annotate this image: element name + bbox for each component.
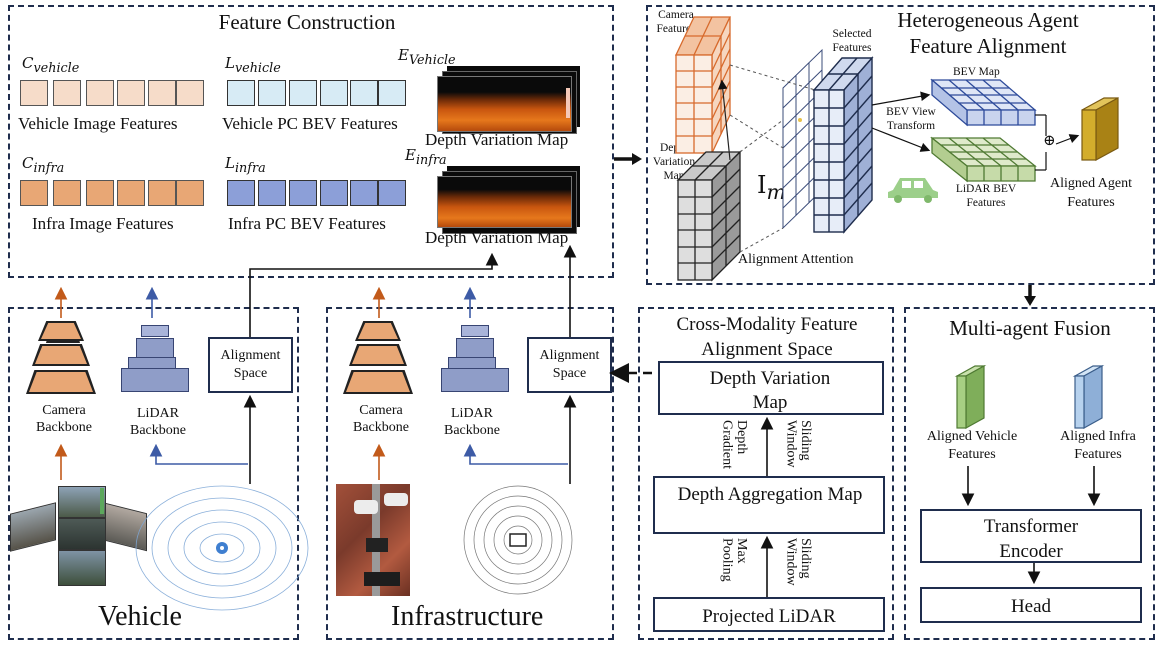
feature-construction-panel [8,5,614,278]
feature-square [289,80,317,106]
sliding-window-label-2: Sliding Window [783,538,813,586]
infra-camera-backbone-label: Camera Backbone [353,403,409,435]
vehicle-pc-bev-features-label: Vehicle PC BEV Features [222,114,398,133]
aligned-agent-features-label: Aligned Agent Features [1049,176,1133,210]
aligned-infra-cube [1072,364,1105,430]
aligned-agent-features-cube [1081,96,1119,162]
feature-square [148,80,176,106]
lidar-bev-features-label: LiDAR BEV Features [955,183,1017,209]
transformer-encoder-box: Transformer Encoder [920,509,1142,563]
alignment-title-line1: Heterogeneous Agent [897,8,1079,32]
c-vehicle-symbol: Cvehicle [22,54,80,76]
feature-square [117,180,145,206]
feature-square [320,80,348,106]
selected-features-label: Selected Features [832,28,872,54]
feature-square [176,80,204,106]
l-vehicle-symbol: Lvehicle [225,54,281,76]
feature-square [53,180,81,206]
car-icon [888,178,938,203]
feature-square [258,80,286,106]
cross-modality-title-line2: Alignment Space [701,339,833,360]
bev-view-transform-label: BEV View Transform [886,106,936,132]
feature-square [378,180,406,206]
feature-square [86,180,114,206]
vehicle-panel [8,307,299,640]
infra-pc-bev-features-label: Infra PC BEV Features [228,214,386,233]
depth-variation-map-box: Depth Variation Map [658,361,884,415]
feature-square [320,180,348,206]
bev-map-slab [930,78,1037,127]
aligned-infra-features-label: Aligned Infra Features [1060,429,1136,462]
l-infra-symbol: Linfra [225,154,266,176]
vehicle-image-features-label: Vehicle Image Features [18,114,178,133]
vehicle-alignment-space-box: Alignment Space [208,337,293,393]
heterogeneous-alignment-panel [646,5,1155,285]
multi-agent-fusion-panel [904,307,1155,640]
depth-map-cube [676,150,742,282]
feature-square [117,80,145,106]
feature-square [176,180,204,206]
cross-modality-panel [638,307,894,640]
e-vehicle-symbol: EVehicle [398,46,456,68]
selected-features-cube [812,56,874,234]
vehicle-lidar-backbone-label: LiDAR Backbone [130,406,186,438]
c-infra-symbol: Cinfra [22,154,65,176]
feature-square [86,80,114,106]
infrastructure-title: Infrastructure [391,601,544,632]
panel-arrows [614,153,1036,306]
lidar-bev-slab [930,136,1037,183]
vehicle-camera-backbone-label: Camera Backbone [36,403,92,435]
head-box: Head [920,587,1142,623]
depth-variation-map-label-1: Depth Variation Map [425,130,569,149]
feature-square [378,80,406,106]
depth-variation-map-label-2: Depth Variation Map [425,228,569,247]
feature-square [20,180,48,206]
feature-construction-title: Feature Construction [218,10,396,34]
plus-symbol: ⊕ [1043,133,1056,149]
alignment-title-line2: Feature Alignment [909,34,1067,58]
feature-square [20,80,48,106]
infra-lidar-backbone-label: LiDAR Backbone [444,406,500,438]
alignment-attention-label: Alignment Attention [738,252,854,267]
feature-square [350,180,378,206]
e-infra-symbol: Einfra [405,146,447,168]
infra-image-features-label: Infra Image Features [32,214,174,233]
feature-square [258,180,286,206]
max-pooling-label: Max Pooling [719,538,749,582]
feature-square [289,180,317,206]
bev-map-label: BEV Map [953,66,1000,78]
cross-modality-title-line1: Cross-Modality Feature [676,314,858,335]
camera-features-label: Camera Features [656,9,696,35]
feature-square [53,80,81,106]
aligned-vehicle-cube [954,364,987,430]
feature-square [350,80,378,106]
sliding-window-label-1: Sliding Window [783,420,813,468]
depth-aggregation-map-box: Depth Aggregation Map [653,476,885,534]
feature-square [227,180,255,206]
vehicle-title: Vehicle [98,601,182,632]
feature-square [148,180,176,206]
feature-square [227,80,255,106]
aligned-vehicle-features-label: Aligned Vehicle Features [926,429,1018,462]
fusion-title: Multi-agent Fusion [949,316,1111,340]
projected-lidar-box: Projected LiDAR [653,597,885,632]
depth-gradient-label: Depth Gradient [719,420,749,469]
